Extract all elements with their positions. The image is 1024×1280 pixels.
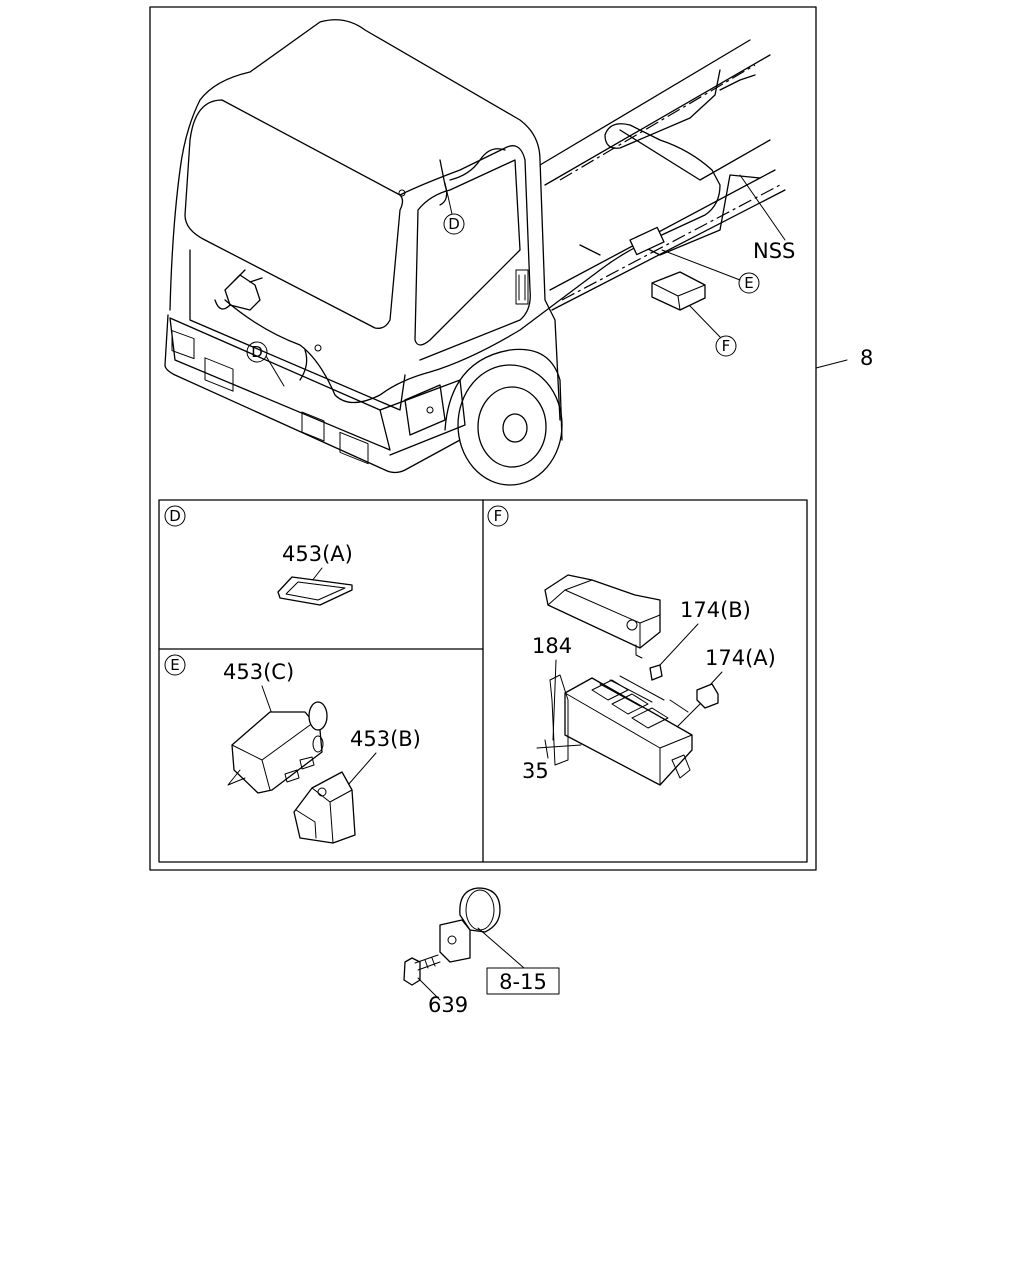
- label-174b: 174(B): [680, 598, 751, 622]
- ref-box-8-15: 8-15: [486, 967, 560, 995]
- svg-text:D: D: [169, 507, 181, 525]
- svg-text:8: 8: [860, 346, 873, 370]
- outer-frame: [149, 6, 817, 871]
- label-453a: 453(A): [282, 542, 353, 566]
- clip-453a-shape: [277, 576, 353, 606]
- fuse-174b-shape: [649, 664, 663, 681]
- bracket-453b-shape: [284, 756, 356, 844]
- svg-text:E: E: [170, 656, 179, 674]
- fusebox-35-shape: [549, 674, 693, 786]
- svg-text:F: F: [722, 337, 731, 355]
- label-453c: 453(C): [223, 660, 294, 684]
- clamp-assembly: [403, 887, 525, 1001]
- svg-text:E: E: [744, 274, 753, 292]
- label-35: 35: [522, 759, 549, 783]
- svg-text:D: D: [448, 215, 460, 233]
- callout-d-lower: D: [246, 341, 285, 387]
- label-639: 639: [428, 993, 468, 1017]
- panel-e: E 453(C) 453(B): [164, 654, 421, 844]
- callout-f: F: [689, 305, 737, 357]
- svg-text:8-15: 8-15: [499, 970, 547, 994]
- cover-184-shape: [544, 574, 661, 659]
- relay-453c-shape: [227, 701, 328, 794]
- callout-e: E: [661, 249, 760, 294]
- callout-nss: NSS: [739, 174, 795, 263]
- svg-text:NSS: NSS: [753, 239, 795, 263]
- truck-illustration: [164, 19, 786, 486]
- panel-d: D 453(A): [164, 505, 353, 606]
- svg-text:D: D: [251, 343, 263, 361]
- callout-d-upper: D: [443, 182, 465, 235]
- main-part-label: 8: [815, 346, 873, 370]
- label-184: 184: [532, 634, 572, 658]
- relay-174a-shape: [696, 683, 719, 709]
- label-453b: 453(B): [350, 727, 421, 751]
- svg-text:F: F: [494, 507, 503, 525]
- panel-f: F 184 174(B) 174(A) 35: [487, 505, 776, 786]
- label-174a: 174(A): [705, 646, 776, 670]
